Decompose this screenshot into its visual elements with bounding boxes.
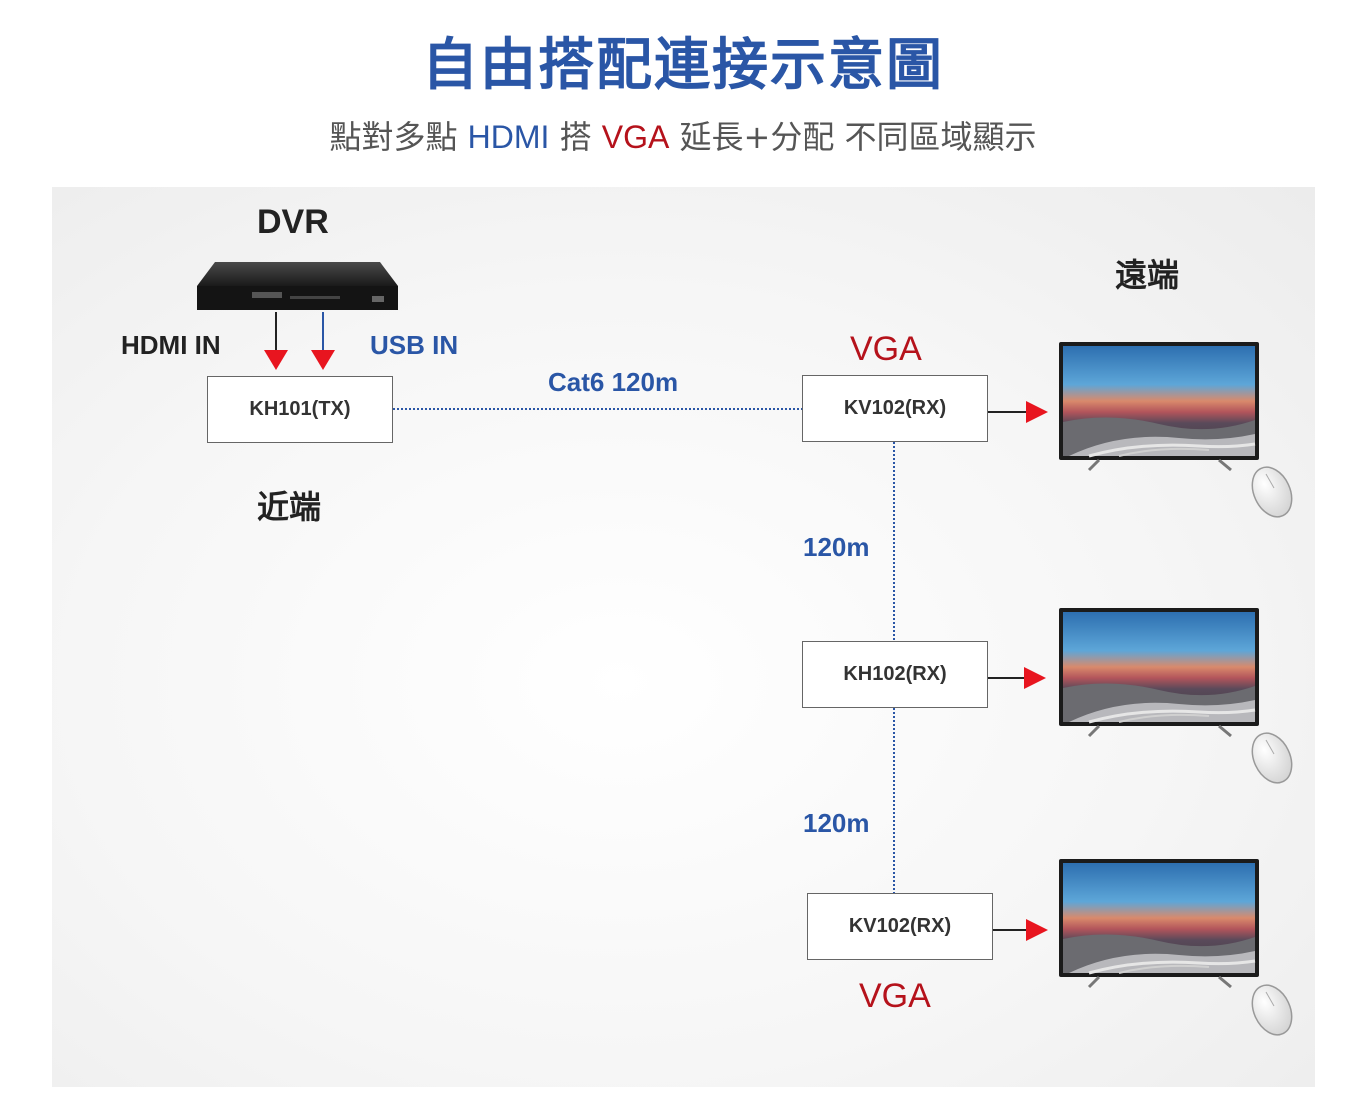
usb-in-arrow-icon xyxy=(311,350,335,370)
page-title: 自由搭配連接示意圖 xyxy=(422,33,944,98)
cable-label: Cat6 120m xyxy=(548,367,679,397)
mouse-icon xyxy=(1243,460,1301,524)
rx-box-1: KV102(RX) xyxy=(802,375,988,442)
far-end-label: 遠端 xyxy=(1115,256,1180,294)
subtitle-vga: VGA xyxy=(601,119,670,155)
segment-label-1: 120m xyxy=(803,532,870,562)
output-arrow-icon xyxy=(1026,401,1048,423)
hdmi-in-arrow-icon xyxy=(264,350,288,370)
tv-monitor-icon xyxy=(1057,606,1261,738)
subtitle-text-3: 延長+分配 不同區域顯示 xyxy=(669,118,1037,156)
mouse-icon xyxy=(1243,978,1301,1042)
vga-label-bottom: VGA xyxy=(859,977,931,1015)
page-subtitle: 點對多點 HDMI 搭 VGA 延長+分配 不同區域顯示 xyxy=(0,112,1366,158)
dvr-label: DVR xyxy=(257,203,329,241)
near-end-label: 近端 xyxy=(257,488,322,526)
usb-in-label: USB IN xyxy=(370,330,459,360)
subtitle-text-2: 搭 xyxy=(549,118,602,156)
segment-label-2: 120m xyxy=(803,808,870,838)
rx-box-3: KV102(RX) xyxy=(807,893,993,960)
tv-monitor-icon xyxy=(1057,340,1261,472)
subtitle-hdmi: HDMI xyxy=(467,119,550,155)
hdmi-in-label: HDMI IN xyxy=(121,330,221,360)
rx-box-2: KH102(RX) xyxy=(802,641,988,708)
output-arrow-icon xyxy=(1024,667,1046,689)
output-arrow-icon xyxy=(1026,919,1048,941)
tx-box: KH101(TX) xyxy=(207,376,393,443)
tv-monitor-icon xyxy=(1057,857,1261,989)
dvr-device-icon xyxy=(197,262,398,310)
vga-label-top: VGA xyxy=(850,330,922,368)
subtitle-text-1: 點對多點 xyxy=(329,118,468,156)
mouse-icon xyxy=(1243,726,1301,790)
